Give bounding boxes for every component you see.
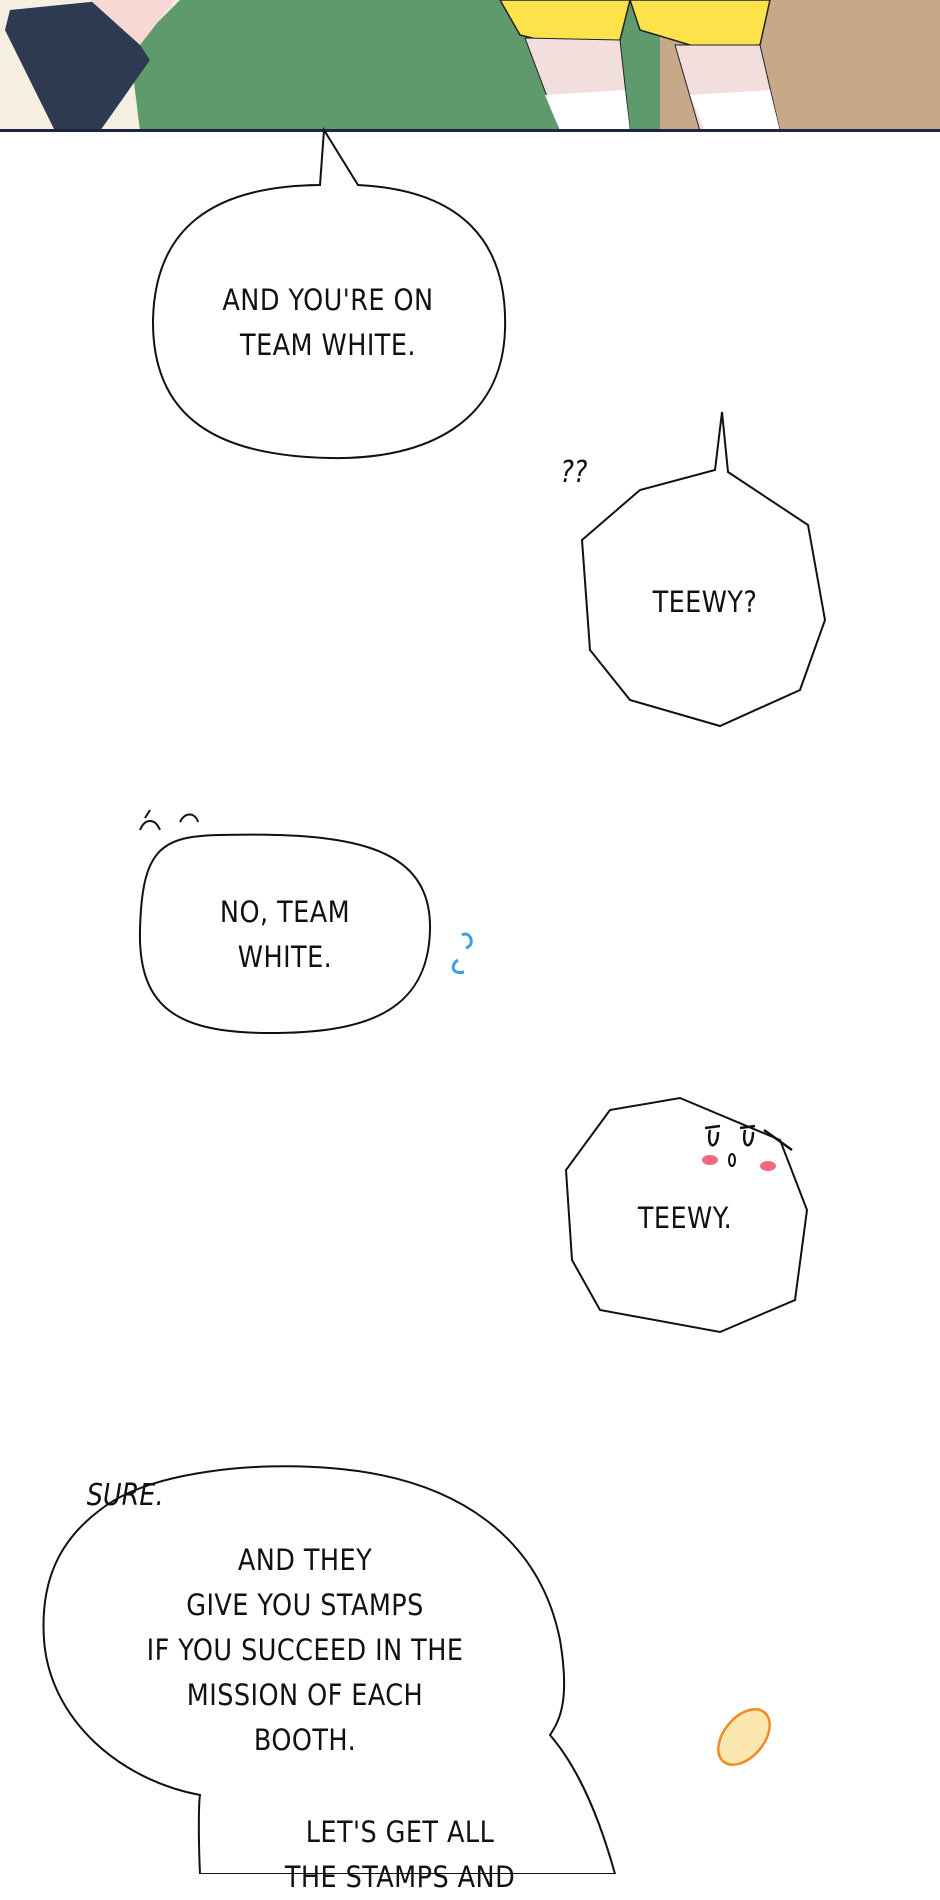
bubble-5-text-2: LET'S GET ALL THE STAMPS AND xyxy=(250,1810,549,1900)
bubble-line: AND THEY xyxy=(237,1543,373,1577)
bubble-line: LET'S GET ALL xyxy=(305,1815,495,1849)
bubble-2-text: TEEWY? xyxy=(617,580,793,625)
bubble-line: WHITE. xyxy=(237,940,333,974)
sweat-drop-marks xyxy=(451,932,473,975)
bubble-line: TEEWY? xyxy=(652,585,758,619)
bubble-line: NO, TEAM xyxy=(219,895,351,929)
bubble-line: GIVE YOU STAMPS xyxy=(186,1588,424,1622)
bubble-line: TEAM WHITE. xyxy=(240,328,416,362)
confused-sfx: ?? xyxy=(560,455,588,490)
speech-bubble-2 xyxy=(580,411,827,728)
bubble-line: IF YOU SUCCEED IN THE xyxy=(146,1633,464,1667)
bubble-3-text: NO, TEAM WHITE. xyxy=(157,890,412,980)
speech-bubble-4 xyxy=(564,1096,809,1334)
speech-bubble-1 xyxy=(151,126,507,460)
bubble-line: TEEWY. xyxy=(637,1201,733,1235)
bubble-1-text: AND YOU'RE ON TEAM WHITE. xyxy=(192,278,465,368)
bubble-line: MISSION OF EACH xyxy=(186,1678,424,1712)
bubble-4-text: TEEWY. xyxy=(597,1196,773,1241)
speech-bubble-3 xyxy=(138,833,432,1035)
top-panel-illustration xyxy=(0,0,940,132)
bubble-line: THE STAMPS AND xyxy=(284,1860,516,1894)
bubble-line: BOOTH. xyxy=(253,1723,357,1757)
sure-sfx: SURE. xyxy=(86,1478,164,1513)
speech-bubble-5 xyxy=(42,1465,617,1874)
pouting-face xyxy=(702,1124,793,1171)
bubble-5-text: AND THEY GIVE YOU STAMPS IF YOU SUCCEED … xyxy=(89,1538,520,1763)
annoyed-marks xyxy=(139,809,199,831)
coin xyxy=(717,1708,771,1766)
bubble-line: AND YOU'RE ON xyxy=(222,283,434,317)
